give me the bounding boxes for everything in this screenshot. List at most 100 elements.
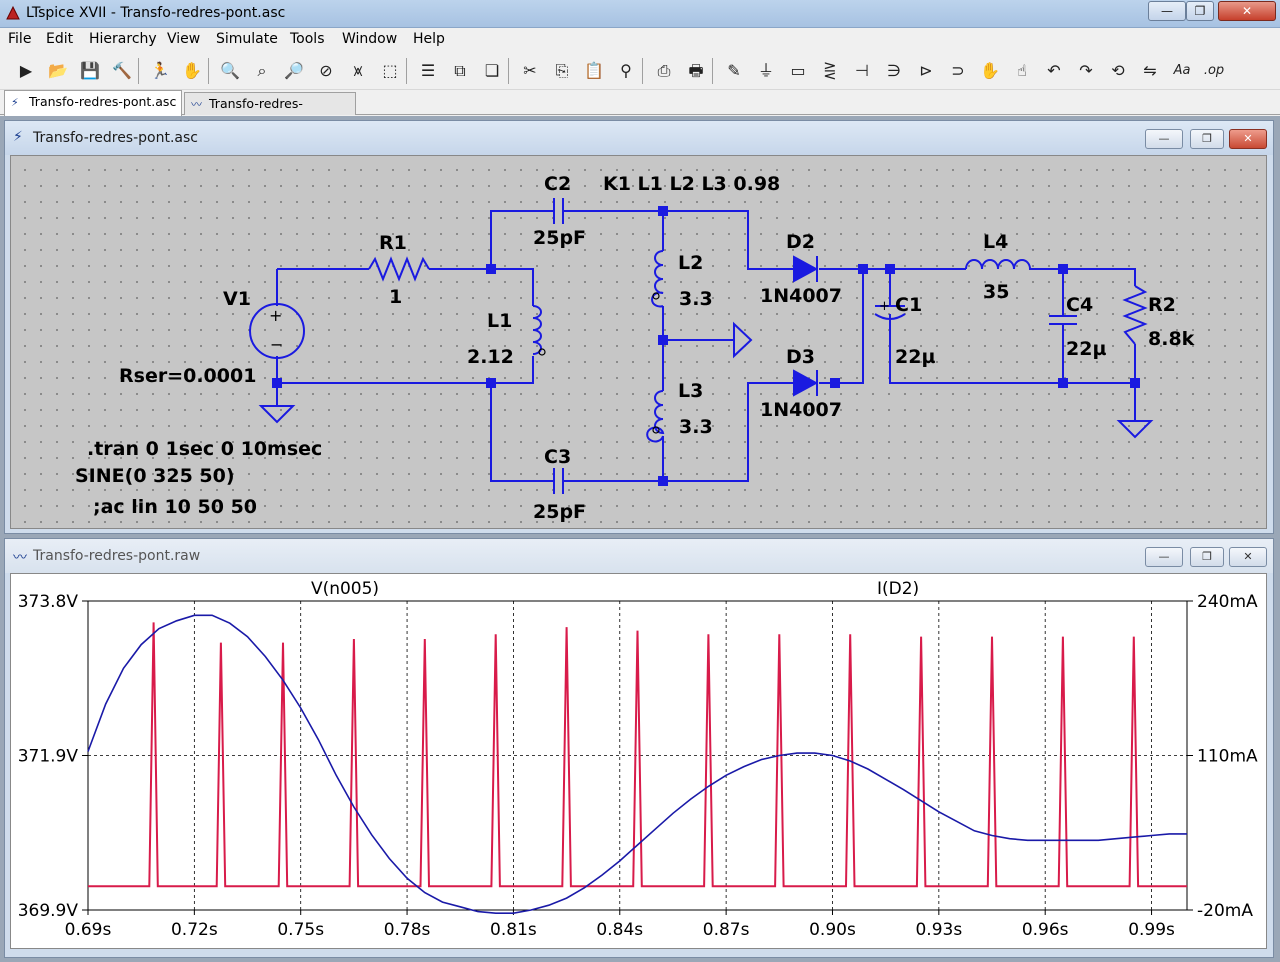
toolbar-separator	[138, 58, 139, 84]
waveform-close-button[interactable]: ✕	[1229, 547, 1267, 567]
close-button[interactable]: ✕	[1218, 1, 1276, 21]
rotate-icon[interactable]: ⟲	[1111, 61, 1125, 80]
menu-file[interactable]: File	[8, 31, 32, 47]
label-net-icon[interactable]: ▭	[790, 61, 806, 80]
schematic-icon: ⚡	[11, 96, 19, 109]
diode-icon[interactable]: ⊳	[919, 61, 933, 80]
c2-capacitor	[546, 198, 571, 224]
waveform-icon: 〰	[13, 550, 27, 566]
zoom-out-icon[interactable]: 🔎	[284, 61, 304, 80]
run-sim-icon[interactable]: 🏃	[150, 61, 170, 80]
print-setup-icon[interactable]: 🖶	[688, 61, 704, 80]
draw-wire-icon[interactable]: ✎	[727, 61, 741, 80]
ground-symbol	[1116, 420, 1154, 439]
spice-directive-icon[interactable]: .op	[1203, 63, 1225, 78]
x-tick-label: 0.93s	[915, 920, 962, 940]
mirror-icon[interactable]: ⇋	[1143, 61, 1157, 80]
waveform-window-title: Transfo-redres-pont.raw	[33, 548, 201, 564]
component-icon[interactable]: ⊃	[951, 61, 965, 80]
zoom-pan-icon[interactable]: ⌕	[257, 61, 267, 80]
junction-dot	[658, 335, 668, 345]
halt-icon[interactable]: ✋	[182, 61, 202, 80]
cut-icon[interactable]: ✂	[523, 61, 537, 80]
y-right-tick-label: -20mA	[1197, 901, 1253, 921]
cascade-icon[interactable]: ❏	[484, 61, 500, 80]
print-icon[interactable]: ⎙	[657, 61, 671, 80]
find-icon[interactable]: ⚲	[620, 61, 632, 80]
undo-icon[interactable]: ↶	[1047, 61, 1061, 80]
c3-value: 25pF	[533, 501, 586, 523]
schematic-window-titlebar[interactable]: ⚡ Transfo-redres-pont.asc — ❐ ✕	[5, 121, 1273, 155]
minimize-button[interactable]: —	[1148, 1, 1186, 21]
resistor-icon[interactable]: ⋛	[823, 61, 837, 80]
c4-value: 22µ	[1066, 338, 1106, 360]
schematic-close-button[interactable]: ✕	[1229, 129, 1267, 149]
schematic-canvas[interactable]: + − +	[10, 155, 1267, 529]
title-bar: LTspice XVII - Transfo-redres-pont.asc —…	[0, 0, 1280, 28]
l3-dot	[652, 426, 660, 434]
tab-schematic[interactable]: ⚡Transfo-redres-pont.asc	[4, 90, 182, 116]
net-flag	[733, 321, 753, 359]
waveform-maximize-button[interactable]: ❐	[1190, 547, 1224, 567]
junction-dot	[1058, 378, 1068, 388]
tile-horizontal-icon[interactable]: ☰	[420, 61, 436, 80]
l2-value: 3.3	[679, 288, 713, 310]
junction-dot	[885, 264, 895, 274]
junction-dot	[658, 206, 668, 216]
c1-label: C1	[895, 294, 922, 316]
schematic-minimize-button[interactable]: —	[1145, 129, 1183, 149]
capacitor-icon[interactable]: ⊣	[855, 61, 869, 80]
menu-edit[interactable]: Edit	[46, 31, 74, 47]
r2-label: R2	[1148, 294, 1176, 316]
d3-label: D3	[786, 346, 815, 368]
document-tabs: ⚡Transfo-redres-pont.asc 〰Transfo-redres…	[0, 90, 1280, 133]
inductor-icon[interactable]: ∋	[887, 61, 901, 80]
menu-simulate[interactable]: Simulate	[216, 31, 278, 47]
open-icon[interactable]: 📂	[48, 61, 68, 80]
l2-inductor	[651, 250, 664, 308]
series-i-d2	[88, 622, 1187, 888]
menu-view[interactable]: View	[167, 31, 201, 47]
text-icon[interactable]: Aa	[1173, 63, 1191, 78]
zoom-in-icon[interactable]: 🔍	[220, 61, 240, 80]
toolbar-separator	[712, 58, 713, 84]
move-icon[interactable]: ✋	[980, 61, 1000, 80]
zoom-cancel-icon[interactable]: ⬚	[382, 61, 398, 80]
maximize-button[interactable]: ❐	[1186, 1, 1214, 21]
svg-text:−: −	[270, 335, 283, 354]
drag-icon[interactable]: ☝	[1017, 61, 1027, 80]
zoom-fit-icon[interactable]: ⊘	[319, 61, 333, 80]
save-icon[interactable]: 💾	[80, 61, 100, 80]
menu-window[interactable]: Window	[342, 31, 398, 47]
y-left-tick-label: 371.9V	[18, 747, 79, 767]
control-panel-icon[interactable]: 🔨	[112, 61, 132, 80]
junction-dot	[1130, 378, 1140, 388]
c3-capacitor	[546, 468, 571, 494]
autorange-icon[interactable]: ⩙	[353, 61, 363, 80]
redo-icon[interactable]: ↷	[1079, 61, 1093, 80]
run-icon[interactable]: ▶	[19, 61, 33, 80]
tab-waveform[interactable]: 〰Transfo-redres-pont.raw	[184, 92, 356, 133]
ground-icon[interactable]: ⏚	[757, 61, 774, 80]
menu-tools[interactable]: Tools	[290, 31, 325, 47]
waveform-minimize-button[interactable]: —	[1145, 547, 1183, 567]
menu-help[interactable]: Help	[413, 31, 445, 47]
x-tick-label: 0.90s	[809, 920, 856, 940]
y-left-tick-label: 369.9V	[18, 901, 79, 921]
waveform-window-titlebar[interactable]: 〰 Transfo-redres-pont.raw — ❐ ✕	[5, 539, 1273, 573]
schematic-maximize-button[interactable]: ❐	[1190, 129, 1224, 149]
menu-hierarchy[interactable]: Hierarchy	[89, 31, 157, 47]
x-tick-label: 0.99s	[1128, 920, 1175, 940]
r2-value: 8.8k	[1148, 328, 1195, 350]
tile-vertical-icon[interactable]: ⧉	[454, 61, 466, 80]
c2-label: C2	[544, 173, 571, 195]
junction-dot	[486, 264, 496, 274]
schematic-icon: ⚡	[13, 129, 23, 145]
c2-value: 25pF	[533, 227, 586, 249]
paste-icon[interactable]: 📋	[584, 61, 604, 80]
copy-icon[interactable]: ⎘	[555, 61, 569, 80]
